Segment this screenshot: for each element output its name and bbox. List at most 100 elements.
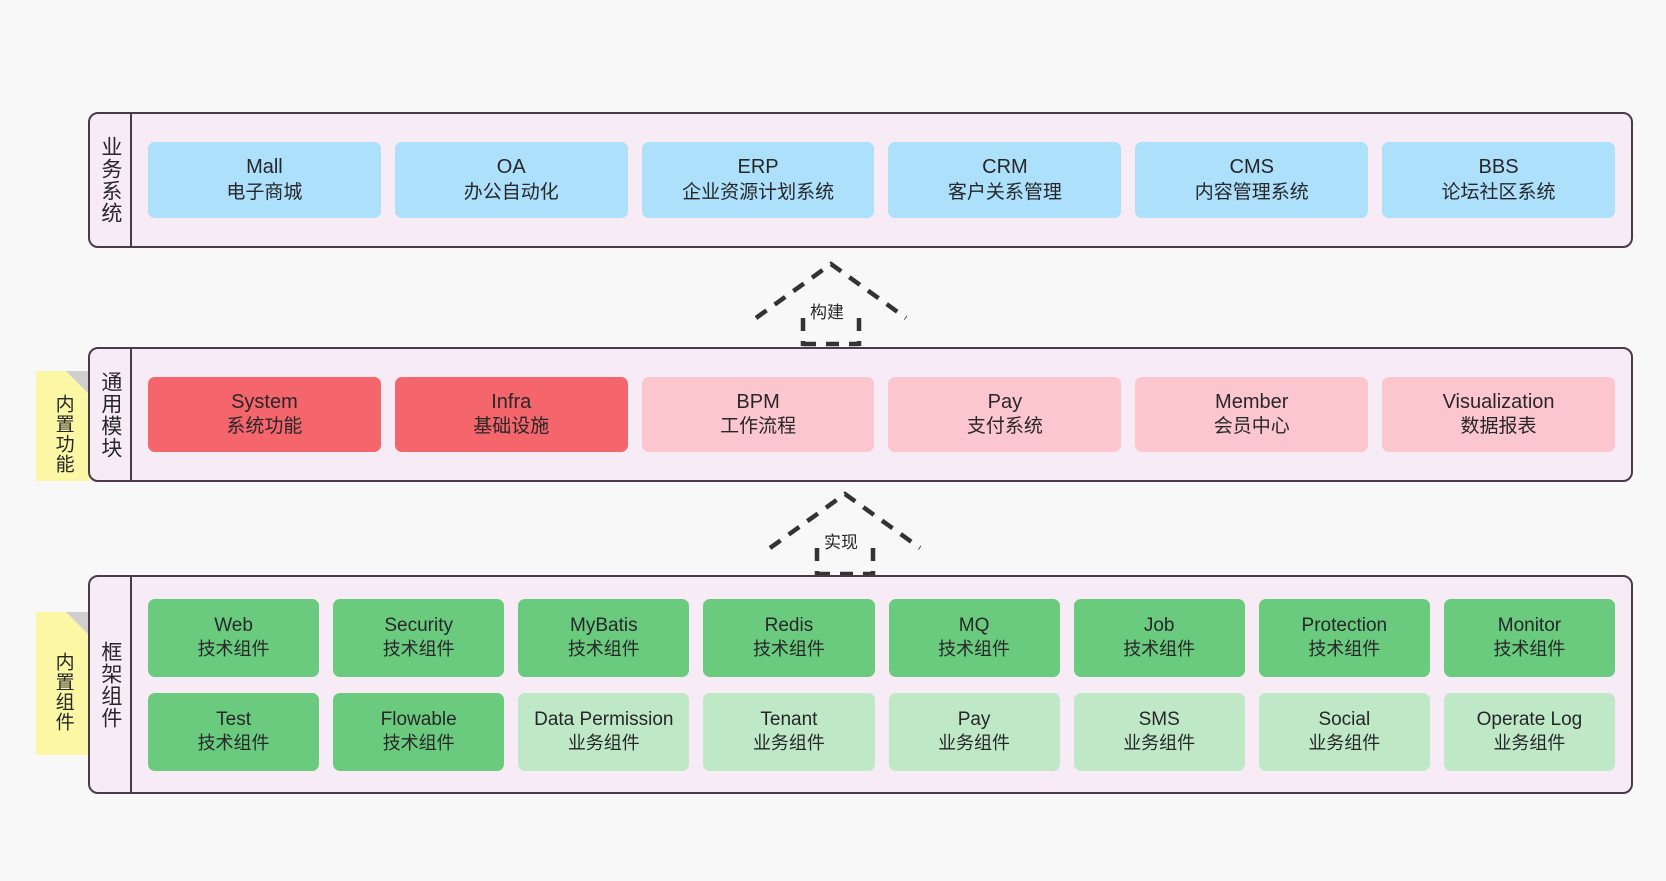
component-type: 业务组件: [938, 733, 1011, 754]
module-name: ERP: [737, 156, 779, 179]
component-name: Operate Log: [1476, 709, 1583, 731]
layer-title-business-system: 业务系统: [90, 114, 132, 246]
module-card-oa[interactable]: OA 办公自动化: [394, 142, 628, 218]
component-card-monitor[interactable]: Monitor 技术组件: [1443, 598, 1615, 677]
module-desc: 客户关系管理: [947, 181, 1062, 203]
sticky-note-label: 内置组件: [52, 651, 74, 732]
component-card-social[interactable]: Social 业务组件: [1258, 692, 1430, 771]
component-name: Redis: [764, 615, 814, 637]
module-card-member[interactable]: Member 会员中心: [1135, 377, 1369, 452]
component-type: 技术组件: [1308, 639, 1381, 660]
component-type: 技术组件: [938, 639, 1011, 660]
component-card-tenant[interactable]: Tenant 业务组件: [703, 692, 875, 771]
component-card-test[interactable]: Test 技术组件: [148, 692, 320, 771]
component-type: 技术组件: [197, 639, 270, 660]
layer-body-framework-component: Web 技术组件 Security 技术组件 MyBatis 技术组件 Redi…: [132, 577, 1631, 792]
module-name: Visualization: [1442, 390, 1555, 413]
layer-title-common-module: 通用模块: [90, 349, 132, 480]
component-card-web[interactable]: Web 技术组件: [148, 598, 320, 677]
component-card-redis[interactable]: Redis 技术组件: [703, 598, 875, 677]
component-type: 业务组件: [1493, 733, 1566, 754]
component-name: Web: [214, 615, 253, 637]
module-card-infra[interactable]: Infra 基础设施: [394, 377, 628, 452]
component-card-mq[interactable]: MQ 技术组件: [888, 598, 1060, 677]
module-desc: 基础设施: [473, 416, 550, 438]
component-card-sms[interactable]: SMS 业务组件: [1073, 692, 1245, 771]
component-type: 技术组件: [382, 639, 455, 660]
module-desc: 办公自动化: [463, 181, 559, 203]
component-name: Pay: [957, 709, 991, 731]
component-card-mybatis[interactable]: MyBatis 技术组件: [518, 598, 690, 677]
connector-build-label: 构建: [808, 298, 846, 323]
cell-row: Mall 电子商城 OA 办公自动化 ERP 企业资源计划系统 CRM 客户关系…: [148, 142, 1615, 218]
layer-body-business-system: Mall 电子商城 OA 办公自动化 ERP 企业资源计划系统 CRM 客户关系…: [132, 114, 1631, 246]
module-name: CMS: [1229, 156, 1274, 179]
module-name: BBS: [1478, 156, 1519, 179]
component-card-job[interactable]: Job 技术组件: [1073, 598, 1245, 677]
module-card-crm[interactable]: CRM 客户关系管理: [888, 142, 1122, 218]
layer-business-system: 业务系统 Mall 电子商城 OA 办公自动化 ERP 企业资源计划系统 CRM…: [88, 112, 1633, 248]
module-name: Pay: [987, 390, 1023, 413]
component-type: 技术组件: [382, 733, 455, 754]
module-desc: 会员中心: [1213, 416, 1290, 438]
layer-framework-component: 框架组件 Web 技术组件 Security 技术组件 MyBatis 技术组件…: [88, 575, 1633, 794]
component-name: Flowable: [380, 709, 457, 731]
module-desc: 支付系统: [966, 416, 1043, 438]
component-type: 业务组件: [752, 733, 825, 754]
sticky-note-label: 内置功能: [52, 394, 74, 474]
component-name: Security: [384, 615, 453, 637]
folded-corner-icon: [66, 371, 90, 395]
connector-implement-label: 实现: [822, 528, 860, 553]
module-desc: 企业资源计划系统: [682, 181, 835, 203]
component-name: Job: [1143, 615, 1175, 637]
module-name: Member: [1215, 390, 1289, 413]
component-name: SMS: [1138, 709, 1180, 731]
module-desc: 内容管理系统: [1194, 181, 1309, 203]
component-name: Test: [216, 709, 251, 731]
module-desc: 数据报表: [1460, 416, 1537, 438]
component-type: 业务组件: [1123, 733, 1196, 754]
folded-corner-icon: [66, 612, 90, 636]
module-desc: 系统功能: [226, 416, 303, 438]
module-name: OA: [496, 156, 526, 179]
module-name: System: [231, 390, 298, 413]
module-desc: 工作流程: [720, 416, 797, 438]
cell-row: Web 技术组件 Security 技术组件 MyBatis 技术组件 Redi…: [148, 598, 1615, 677]
component-name: Monitor: [1497, 615, 1562, 637]
module-card-mall[interactable]: Mall 电子商城: [148, 142, 381, 218]
connector-implement-arrow: 实现: [768, 491, 922, 577]
component-name: MQ: [958, 615, 990, 637]
component-type: 技术组件: [567, 639, 640, 660]
module-card-system[interactable]: System 系统功能: [148, 377, 381, 452]
module-name: Mall: [246, 156, 283, 179]
module-card-cms[interactable]: CMS 内容管理系统: [1135, 142, 1369, 218]
sticky-note-builtin-function: 内置功能: [36, 371, 90, 481]
arrow-head-outline: [754, 261, 908, 320]
module-card-visualization[interactable]: Visualization 数据报表: [1382, 377, 1615, 452]
connector-build-arrow: 构建: [754, 261, 908, 347]
component-card-protection[interactable]: Protection 技术组件: [1258, 598, 1430, 677]
module-card-bpm[interactable]: BPM 工作流程: [641, 377, 875, 452]
component-name: Protection: [1301, 615, 1388, 637]
component-card-data-permission[interactable]: Data Permission 业务组件: [518, 692, 690, 771]
module-card-erp[interactable]: ERP 企业资源计划系统: [641, 142, 875, 218]
module-name: Infra: [491, 390, 532, 413]
module-card-pay[interactable]: Pay 支付系统: [888, 377, 1122, 452]
layer-title-framework-component: 框架组件: [90, 577, 132, 792]
module-card-bbs[interactable]: BBS 论坛社区系统: [1382, 142, 1615, 218]
component-name: Social: [1318, 709, 1371, 731]
component-card-operate-log[interactable]: Operate Log 业务组件: [1443, 692, 1615, 771]
component-type: 技术组件: [752, 639, 825, 660]
component-card-flowable[interactable]: Flowable 技术组件: [333, 692, 505, 771]
component-type: 技术组件: [1493, 639, 1566, 660]
sticky-note-builtin-component: 内置组件: [36, 612, 90, 755]
cell-row: System 系统功能 Infra 基础设施 BPM 工作流程 Pay 支付系统…: [148, 377, 1615, 452]
component-type: 技术组件: [197, 733, 270, 754]
component-card-pay[interactable]: Pay 业务组件: [888, 692, 1060, 771]
component-card-security[interactable]: Security 技术组件: [333, 598, 505, 677]
module-name: CRM: [982, 156, 1028, 179]
component-name: MyBatis: [570, 615, 638, 637]
component-type: 业务组件: [567, 733, 640, 754]
component-type: 技术组件: [1123, 639, 1196, 660]
